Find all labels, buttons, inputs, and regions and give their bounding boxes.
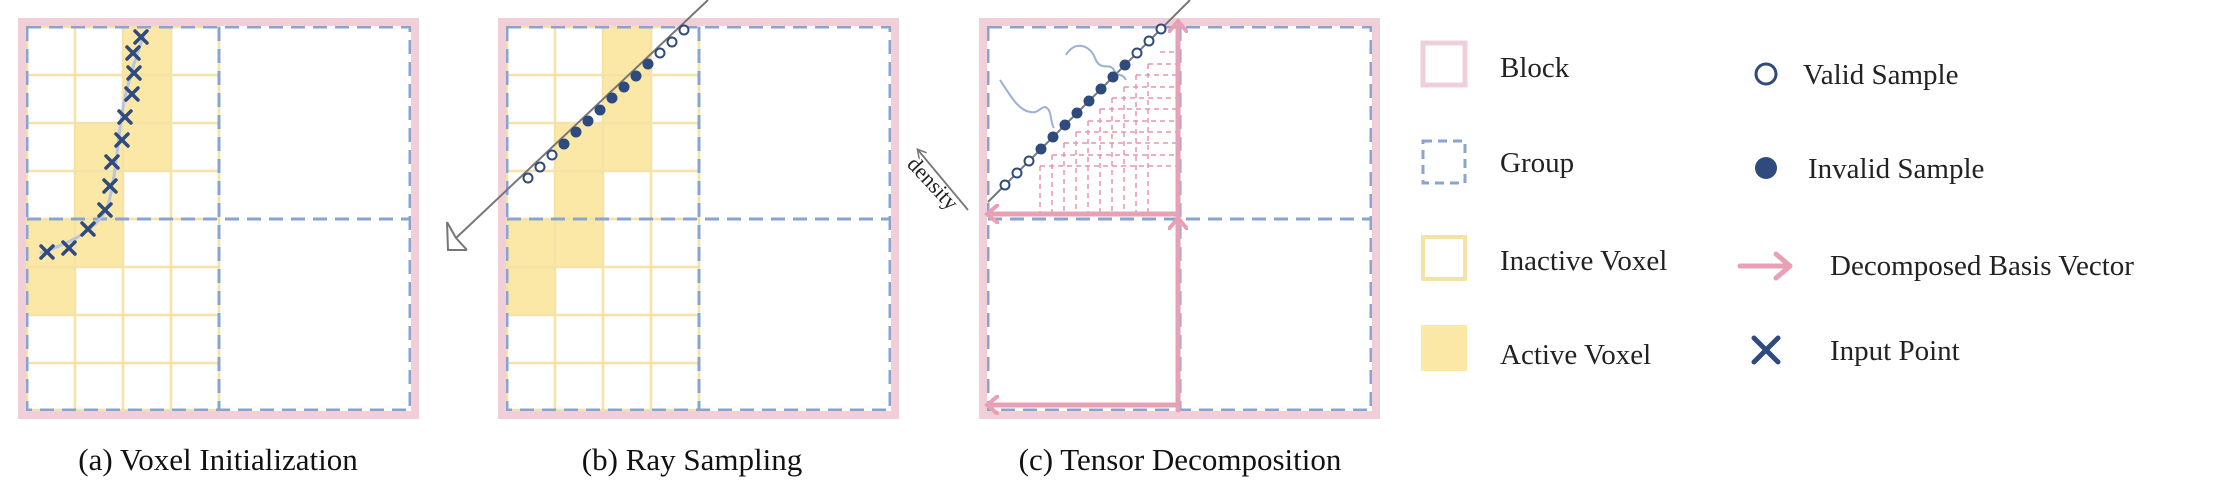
legend-item-inactive-voxel: Inactive Voxel bbox=[1421, 235, 1667, 281]
input-point bbox=[114, 132, 130, 148]
block-boundary bbox=[498, 18, 899, 419]
camera-ray bbox=[455, 0, 709, 239]
density-label: density bbox=[902, 151, 964, 215]
invalid-sample bbox=[582, 115, 594, 127]
valid-sample bbox=[1143, 35, 1155, 47]
invalid-sample bbox=[1059, 119, 1071, 131]
legend-label: Input Point bbox=[1830, 335, 1960, 367]
legend-item-active-voxel: Active Voxel bbox=[1421, 325, 1651, 371]
valid-sample bbox=[546, 149, 558, 161]
legend-label: Block bbox=[1500, 52, 1570, 84]
basis-vectors bbox=[988, 22, 1178, 410]
legend-item-input-point: Input Point bbox=[1751, 335, 1960, 367]
invalid-sample bbox=[570, 126, 582, 138]
valid-sample bbox=[534, 161, 546, 173]
input-point bbox=[80, 221, 96, 237]
input-point bbox=[126, 65, 142, 81]
camera-eye-icon bbox=[446, 221, 468, 251]
valid-sample bbox=[666, 36, 678, 48]
density-curve bbox=[1065, 44, 1127, 81]
invalid-sample bbox=[606, 92, 618, 104]
input-points bbox=[39, 29, 149, 260]
invalid-sample bbox=[1083, 95, 1095, 107]
input-point bbox=[61, 240, 77, 256]
invalid-sample bbox=[1047, 131, 1059, 143]
pink-arrow-icon bbox=[1737, 251, 1793, 281]
legend-item-decomposed-basis-vector: Decomposed Basis Vector bbox=[1737, 250, 2134, 282]
input-point bbox=[104, 154, 120, 170]
ray-samples bbox=[522, 24, 690, 184]
invalid-sample bbox=[594, 104, 606, 116]
valid-sample bbox=[1011, 167, 1023, 179]
pink-square-icon bbox=[1420, 40, 1468, 88]
invalid-sample bbox=[1107, 71, 1119, 83]
invalid-sample bbox=[618, 81, 630, 93]
input-point bbox=[102, 178, 118, 194]
valid-sample bbox=[1023, 155, 1035, 167]
cross-icon bbox=[1751, 335, 1781, 365]
valid-sample bbox=[654, 47, 666, 59]
input-point bbox=[117, 109, 133, 125]
invalid-sample bbox=[1071, 107, 1083, 119]
density-curve bbox=[999, 79, 1055, 129]
input-point bbox=[39, 244, 55, 260]
input-point bbox=[133, 29, 149, 45]
yellow-outline-square-icon bbox=[1421, 235, 1467, 281]
legend: Block Group Inactive Voxel Active Voxel … bbox=[1420, 40, 2134, 371]
valid-sample bbox=[678, 24, 690, 36]
legend-label: Valid Sample bbox=[1803, 59, 1958, 91]
panel-tensor-decomposition: density (c) Tensor Decomposition bbox=[902, 0, 1380, 477]
legend-item-valid-sample: Valid Sample bbox=[1754, 59, 1958, 91]
legend-label: Active Voxel bbox=[1500, 339, 1651, 371]
input-point bbox=[97, 202, 113, 218]
legend-label: Inactive Voxel bbox=[1500, 245, 1667, 277]
invalid-sample bbox=[1095, 83, 1107, 95]
legend-label: Decomposed Basis Vector bbox=[1830, 250, 2134, 282]
invalid-sample bbox=[642, 58, 654, 70]
caption-a: (a) Voxel Initialization bbox=[78, 442, 358, 477]
filled-circle-icon bbox=[1755, 157, 1777, 179]
legend-label: Group bbox=[1500, 147, 1574, 179]
blue-dashed-square-icon bbox=[1421, 139, 1467, 185]
input-point bbox=[124, 86, 140, 102]
group-boundaries bbox=[505, 25, 892, 412]
valid-sample bbox=[522, 172, 534, 184]
legend-item-invalid-sample: Invalid Sample bbox=[1755, 153, 1984, 185]
ray-samples bbox=[999, 23, 1167, 191]
invalid-sample bbox=[558, 138, 570, 150]
legend-label: Invalid Sample bbox=[1808, 153, 1984, 185]
legend-item-block: Block bbox=[1420, 40, 1570, 88]
projection-lines bbox=[1039, 51, 1178, 214]
caption-c: (c) Tensor Decomposition bbox=[1019, 442, 1342, 477]
density-axis bbox=[918, 150, 969, 211]
invalid-sample bbox=[1035, 143, 1047, 155]
caption-b: (b) Ray Sampling bbox=[582, 442, 802, 477]
valid-sample bbox=[999, 179, 1011, 191]
panel-ray-sampling: (b) Ray Sampling bbox=[446, 0, 899, 477]
valid-sample bbox=[1131, 47, 1143, 59]
block-boundary bbox=[18, 18, 419, 419]
hollow-circle-icon bbox=[1754, 62, 1778, 86]
invalid-sample bbox=[630, 70, 642, 82]
panel-voxel-initialization: (a) Voxel Initialization bbox=[18, 18, 419, 477]
legend-item-group: Group bbox=[1421, 139, 1574, 185]
yellow-filled-square-icon bbox=[1421, 325, 1467, 371]
group-boundaries bbox=[25, 25, 412, 412]
input-point bbox=[125, 45, 141, 61]
invalid-sample bbox=[1119, 59, 1131, 71]
valid-sample bbox=[1155, 23, 1167, 35]
